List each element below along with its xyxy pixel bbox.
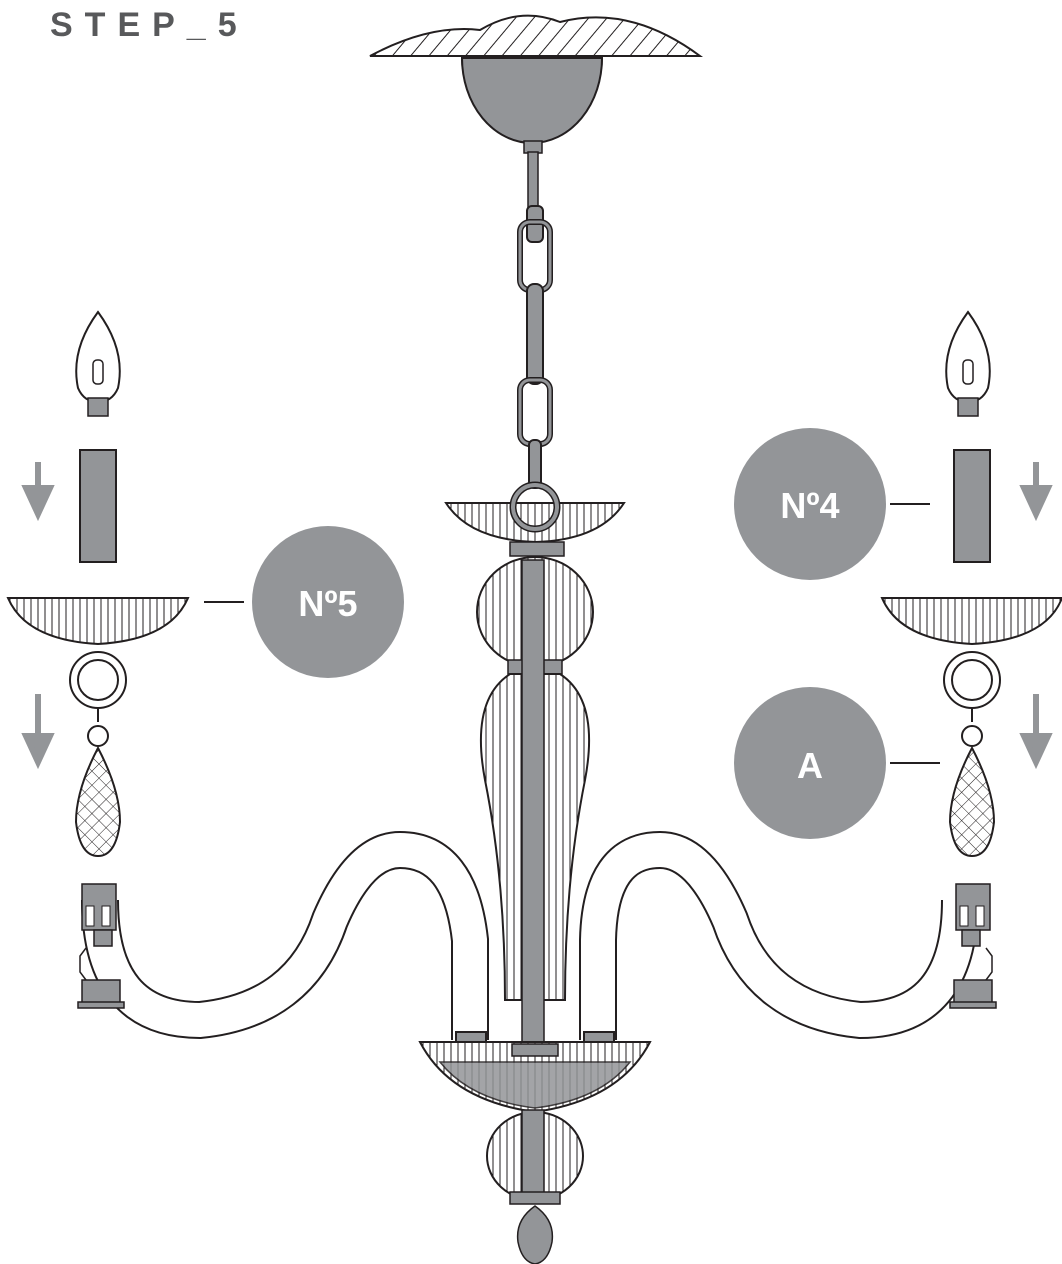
callout-left-part: Nº5 (252, 526, 404, 678)
right-arrow-down-2 (1019, 694, 1053, 770)
left-bobeche (6, 597, 190, 646)
right-bobeche (880, 597, 1062, 646)
step-title: STEP_5 (50, 6, 249, 44)
chain (517, 205, 553, 489)
left-candle-sleeve (79, 449, 117, 563)
left-candle-bulb (75, 310, 121, 417)
upper-bobeche (444, 481, 626, 557)
center-column (476, 556, 594, 1061)
right-crystal-pendant (943, 651, 1001, 858)
left-crystal-pendant (69, 651, 127, 858)
canopy (460, 57, 604, 211)
left-arrow-down (21, 462, 55, 522)
right-candle-sleeve (953, 449, 991, 563)
callout-right-part: Nº4 (734, 428, 886, 580)
bottom-bowl (418, 1041, 652, 1264)
callout-right-crystal-label: A (797, 745, 823, 786)
left-socket (77, 883, 125, 1009)
callout-left-part-label: Nº5 (298, 583, 357, 624)
right-candle-bulb (945, 310, 991, 417)
right-arrow-down (1019, 462, 1053, 522)
right-socket (949, 883, 997, 1009)
ceiling (369, 14, 704, 57)
callout-right-crystal: A (734, 687, 886, 839)
callout-right-part-label: Nº4 (780, 485, 839, 526)
left-arrow-down-2 (21, 694, 55, 770)
